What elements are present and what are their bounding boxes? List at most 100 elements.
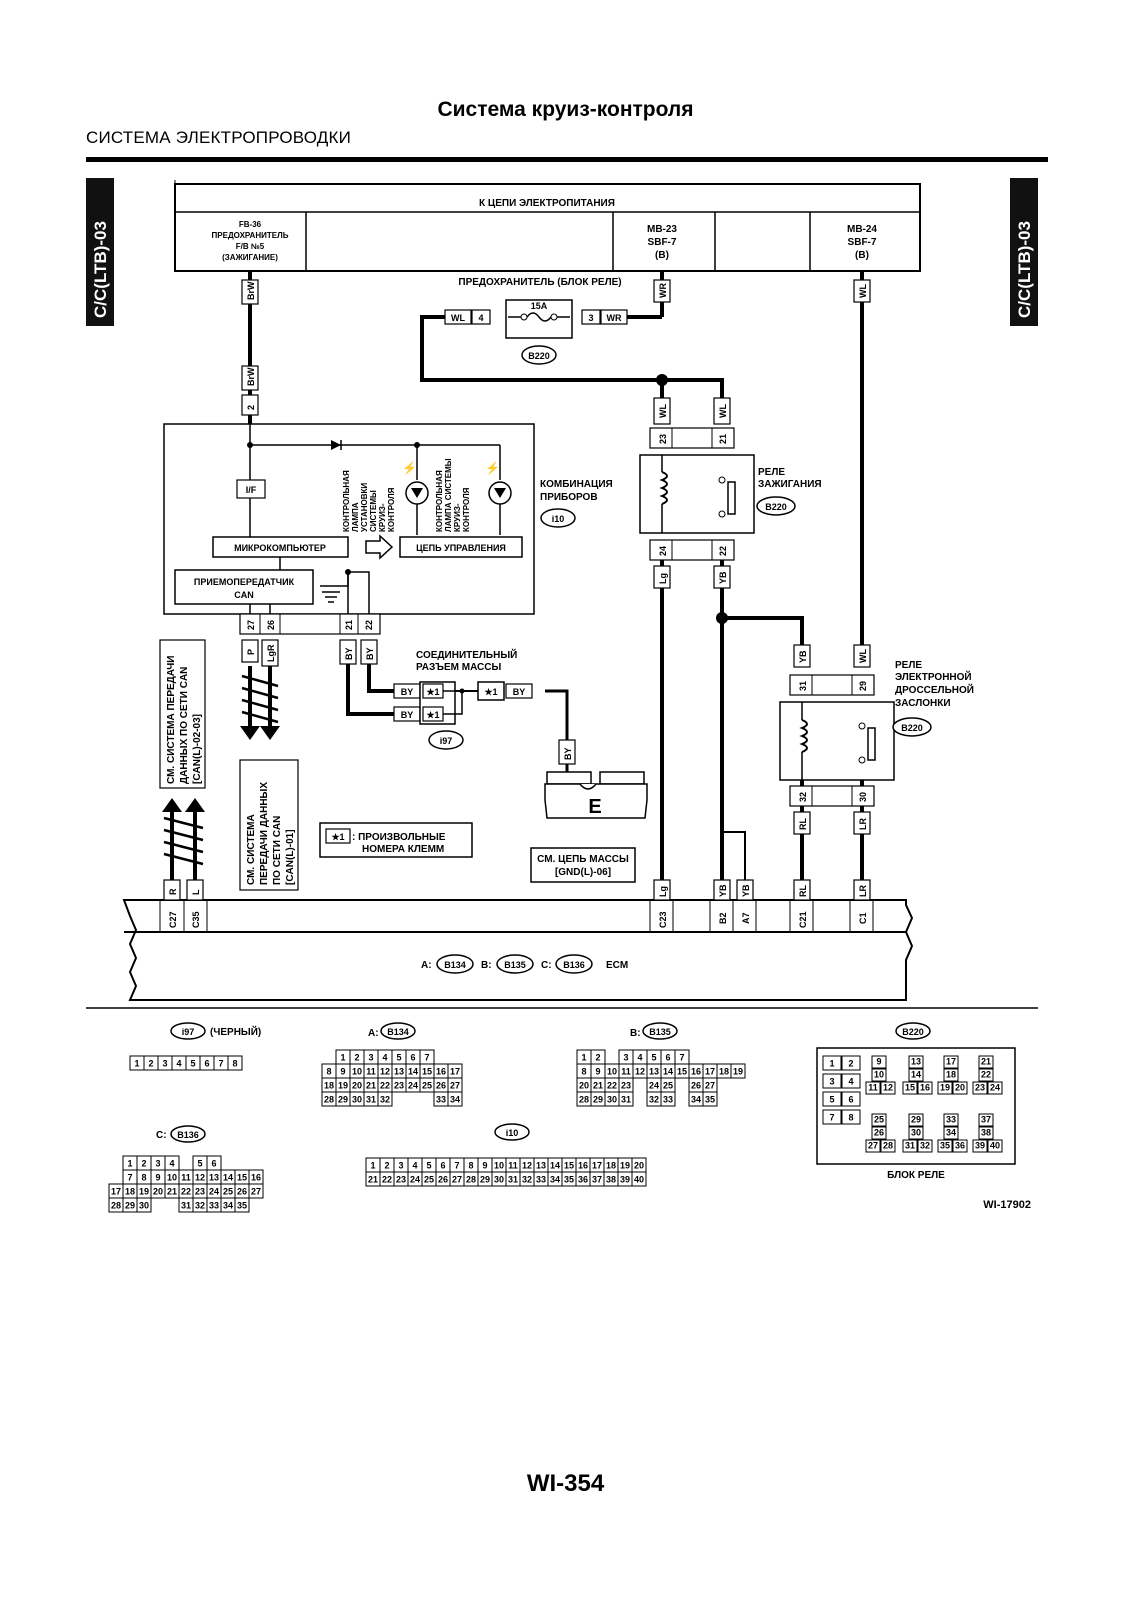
connector-pin: 32 <box>646 1091 662 1107</box>
svg-text:34: 34 <box>946 1128 956 1138</box>
svg-text:31: 31 <box>508 1175 518 1185</box>
svg-text:C27: C27 <box>168 911 178 928</box>
connector-pin: 27 <box>248 1183 264 1199</box>
svg-text:ПО СЕТИ CAN: ПО СЕТИ CAN <box>272 816 283 885</box>
connector-pin: 2 <box>143 1055 159 1071</box>
svg-text:E: E <box>588 796 601 818</box>
svg-text:3: 3 <box>368 1053 373 1063</box>
svg-text:L: L <box>191 889 201 895</box>
svg-text:21: 21 <box>344 620 354 630</box>
svg-text:8: 8 <box>468 1161 473 1171</box>
svg-text:C1: C1 <box>858 912 868 924</box>
svg-text:24: 24 <box>649 1081 659 1091</box>
connector-pin: 10 <box>871 1068 887 1082</box>
wire-label-by1: BY <box>339 639 357 665</box>
svg-text:LgR: LgR <box>266 644 276 662</box>
svg-text:18: 18 <box>946 1070 956 1080</box>
wire-label-brw-top: BrW <box>241 279 259 305</box>
connector-pin: 10 <box>349 1063 365 1079</box>
connector-pin: 37 <box>978 1113 994 1127</box>
connector-pin: 19 <box>730 1063 746 1079</box>
combination-meter: ⚡ ⚡ I/F МИКРОКОМПЬЮТЕР ЦЕПЬ УПРАВЛЕНИЯ П… <box>163 423 613 667</box>
svg-text:10: 10 <box>874 1070 884 1080</box>
fuse3-line3: (B) <box>855 250 869 261</box>
svg-text:14: 14 <box>663 1067 673 1077</box>
svg-text:2: 2 <box>148 1059 153 1069</box>
note-arbitrary: ★1 : ПРОИЗВОЛЬНЫЕ НОМЕРА КЛЕММ <box>319 822 473 858</box>
connector-pin: 20 <box>576 1077 592 1093</box>
wire-label-lg: Lg <box>653 565 671 589</box>
svg-text:12: 12 <box>883 1083 893 1093</box>
svg-text:B135: B135 <box>504 960 526 970</box>
svg-text:6: 6 <box>204 1059 209 1069</box>
svg-text:20: 20 <box>955 1083 965 1093</box>
svg-text:15: 15 <box>677 1067 687 1077</box>
svg-text:I/F: I/F <box>246 485 257 495</box>
connector-id-label: B220 <box>902 1027 924 1037</box>
svg-text:30: 30 <box>494 1175 504 1185</box>
connector-pin: 29 <box>908 1113 924 1127</box>
connector-pin: 10 <box>491 1157 507 1173</box>
svg-text:РАЗЪЕМ МАССЫ: РАЗЪЕМ МАССЫ <box>416 662 501 673</box>
connector-pin: 12 <box>519 1157 535 1173</box>
connector-pin: 24 <box>987 1081 1003 1095</box>
connector-pin: 3 <box>822 1073 842 1089</box>
connector-pin: 26 <box>433 1077 449 1093</box>
svg-text:17: 17 <box>111 1187 121 1197</box>
connector-pin: 1 <box>365 1157 381 1173</box>
svg-text:21: 21 <box>366 1081 376 1091</box>
connector-pin: 28 <box>108 1197 124 1213</box>
page-number: WI-354 <box>526 1470 605 1497</box>
svg-text:[CAN(L)-01]: [CAN(L)-01] <box>285 829 296 885</box>
svg-text:i10: i10 <box>552 514 565 524</box>
svg-text:15: 15 <box>422 1067 432 1077</box>
connector-pin: 15 <box>561 1157 577 1173</box>
svg-text:10: 10 <box>494 1161 504 1171</box>
svg-text:16: 16 <box>691 1067 701 1077</box>
svg-text:ДАННЫХ ПО СЕТИ CAN: ДАННЫХ ПО СЕТИ CAN <box>179 667 190 784</box>
connector-pin: 34 <box>447 1091 463 1107</box>
svg-text:37: 37 <box>981 1115 991 1125</box>
can-bus-up <box>163 808 204 880</box>
power-header: К ЦЕПИ ЭЛЕКТРОПИТАНИЯ <box>479 198 615 209</box>
svg-text:5: 5 <box>396 1053 401 1063</box>
connector-pin: 3 <box>393 1157 409 1173</box>
connector-pin: 30 <box>604 1091 620 1107</box>
svg-text:C23: C23 <box>658 911 668 928</box>
connector-pin: 9 <box>335 1063 351 1079</box>
svg-text:3: 3 <box>155 1159 160 1169</box>
lamp1-label: КОНТРОЛЬНАЯ ЛАМПА УСТАНОВКИ СИСТЕМЫ КРУИ… <box>342 470 396 532</box>
connector-pin: 8 <box>136 1169 152 1185</box>
wire-label-by3: BY <box>558 739 576 765</box>
relay-fuse: ПРЕДОХРАНИТЕЛЬ (БЛОК РЕЛЕ) 15A WL 4 3 WR… <box>444 277 628 365</box>
wire-label-r: R <box>163 879 181 901</box>
svg-text:33: 33 <box>946 1115 956 1125</box>
svg-text:34: 34 <box>691 1095 701 1105</box>
svg-text:ПЕРЕДАЧИ ДАННЫХ: ПЕРЕДАЧИ ДАННЫХ <box>259 782 270 885</box>
svg-text:21: 21 <box>718 434 728 444</box>
svg-text:Lg: Lg <box>658 573 668 584</box>
svg-text:28: 28 <box>579 1095 589 1105</box>
connector-pin: 4 <box>632 1049 648 1065</box>
wire-label-yb: YB <box>713 565 731 589</box>
svg-text:22: 22 <box>607 1081 617 1091</box>
svg-text:34: 34 <box>550 1175 560 1185</box>
svg-text:КОНТРОЛЬНАЯ: КОНТРОЛЬНАЯ <box>435 470 444 532</box>
wire-label-rl: RL <box>793 811 811 835</box>
can-ref-2: СМ. СИСТЕМА ПЕРЕДАЧИ ДАННЫХ ПО СЕТИ CAN … <box>239 759 299 891</box>
connector-pin: 14 <box>220 1169 236 1185</box>
svg-text:WL: WL <box>858 284 868 298</box>
side-tab-left: C/C(LTB)-03 <box>86 178 114 326</box>
svg-text:11: 11 <box>181 1173 191 1183</box>
connector-pin: 17 <box>589 1157 605 1173</box>
connector-pin: 32 <box>377 1091 393 1107</box>
svg-text:6: 6 <box>410 1053 415 1063</box>
wire-label-lr2: LR <box>853 879 871 901</box>
connector-pin: 28 <box>576 1091 592 1107</box>
svg-text:21: 21 <box>981 1057 991 1067</box>
svg-text:РЕЛЕ: РЕЛЕ <box>758 467 785 478</box>
connector-pin: 22 <box>377 1077 393 1093</box>
connector-pin: 16 <box>688 1063 704 1079</box>
